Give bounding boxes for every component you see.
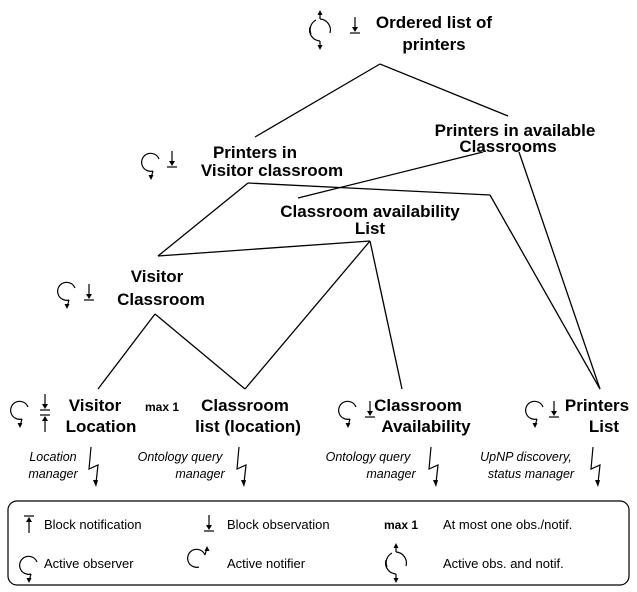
- edge-visitor-classroom-location: [97, 313, 156, 390]
- legend-max-desc: At most one obs./notif.: [443, 517, 572, 532]
- block-observation-icon: [166, 150, 178, 168]
- block-observation-icon: [548, 400, 560, 418]
- source-upnp-manager: UpNP discovery, status manager: [480, 446, 601, 488]
- edge-available-printers-list: [518, 151, 601, 390]
- node-classroom-availability-list: Classroom availability List: [280, 202, 460, 238]
- edge-available-availability-list: [297, 151, 484, 199]
- source-ontology-manager-1: Ontology query manager: [138, 446, 247, 488]
- source-label-line2: manager: [175, 467, 225, 481]
- node-label-line2: list (location): [195, 417, 301, 436]
- block-notification-icon: [23, 515, 35, 534]
- edge-printers-list-up: [489, 194, 601, 390]
- lightning-icon: [236, 446, 247, 488]
- node-label-line2: List: [589, 417, 620, 436]
- edge-ordered-available: [379, 63, 509, 117]
- source-label-line1: Ontology query: [138, 450, 224, 464]
- legend-active-notifier: Active notifier: [227, 556, 306, 571]
- edge-availability-classroom-availability: [369, 240, 403, 390]
- source-location-manager: Location manager: [28, 446, 99, 488]
- source-label-line1: Location: [29, 450, 76, 464]
- legend-max-key: max 1: [384, 518, 418, 532]
- node-label-line1: Visitor: [131, 267, 184, 286]
- edge-availability-classroom-list: [244, 240, 371, 390]
- node-label-line1: Classroom availability: [280, 202, 460, 221]
- edge-visitor-printers-visitor-classroom: [157, 182, 249, 257]
- active-notifier-icon: [187, 545, 211, 568]
- node-label-line1: Visitor: [69, 396, 122, 415]
- source-label-line2: status manager: [488, 467, 575, 481]
- lightning-icon: [590, 446, 601, 488]
- legend-block-observation: Block observation: [227, 517, 330, 532]
- legend-active-observer: Active observer: [44, 556, 134, 571]
- block-observation-icon: [349, 16, 361, 34]
- node-ordered-list: Ordered list of printers: [308, 9, 493, 54]
- source-ontology-manager-2: Ontology query manager: [326, 446, 439, 488]
- edge-availability-visitor-classroom: [157, 240, 371, 257]
- node-label-line1: Classroom: [201, 396, 289, 415]
- max-one-label: max 1: [145, 400, 179, 414]
- edge-visitor-printers-printers-list: [247, 182, 491, 196]
- node-label-line2: Visitor classroom: [201, 161, 343, 180]
- node-label-line2: Location: [66, 417, 137, 436]
- legend-box: [7, 500, 630, 586]
- source-label-line2: manager: [28, 467, 78, 481]
- active-observer-icon: [57, 281, 76, 310]
- lightning-icon: [428, 446, 439, 488]
- node-label-line2: Availability: [381, 417, 471, 436]
- node-label-line1: Printers in: [213, 143, 297, 162]
- source-label-line2: manager: [366, 467, 416, 481]
- active-observer-icon: [19, 555, 38, 584]
- source-label-line1: Ontology query: [326, 450, 412, 464]
- node-label-line2: List: [355, 219, 386, 238]
- node-label-line1: Printers in available: [435, 121, 596, 140]
- node-classroom-list: max 1 Classroom list (location): [145, 396, 301, 436]
- node-visitor-classroom: Visitor Classroom: [57, 267, 205, 310]
- block-notification-icon: [39, 414, 51, 433]
- active-observer-icon: [525, 400, 544, 429]
- node-label-line2: printers: [402, 35, 465, 54]
- node-printers-available: Printers in available Classrooms: [435, 121, 596, 156]
- legend: Block notification Block observation max…: [7, 500, 630, 586]
- node-label-line1: Printers: [565, 396, 629, 415]
- node-printers-list: Printers List: [525, 396, 629, 436]
- source-label-line1: UpNP discovery,: [480, 450, 572, 464]
- node-visitor-location: Visitor Location: [10, 393, 137, 436]
- node-classroom-availability: Classroom Availability: [338, 396, 471, 436]
- node-printers-visitor-classroom: Printers in Visitor classroom: [141, 143, 343, 181]
- legend-active-both: Active obs. and notif.: [443, 556, 564, 571]
- active-obs-notif-icon: [308, 9, 332, 51]
- node-label-line1: Ordered list of: [376, 13, 493, 32]
- node-label-line2: Classrooms: [459, 137, 556, 156]
- edge-ordered-visitor-printers: [254, 63, 381, 138]
- block-observation-icon: [83, 283, 95, 301]
- active-observer-icon: [10, 400, 29, 429]
- node-label-line2: Classroom: [117, 290, 205, 309]
- legend-block-notification: Block notification: [44, 517, 142, 532]
- node-label-line1: Classroom: [374, 396, 462, 415]
- block-observation-icon: [39, 393, 51, 411]
- lightning-icon: [88, 446, 99, 488]
- edge-visitor-classroom-classroom-list: [154, 313, 246, 390]
- block-observation-icon: [203, 514, 215, 532]
- active-obs-notif-icon: [384, 542, 408, 584]
- active-observer-icon: [141, 152, 160, 181]
- active-observer-icon: [338, 400, 357, 429]
- edges: [97, 63, 601, 390]
